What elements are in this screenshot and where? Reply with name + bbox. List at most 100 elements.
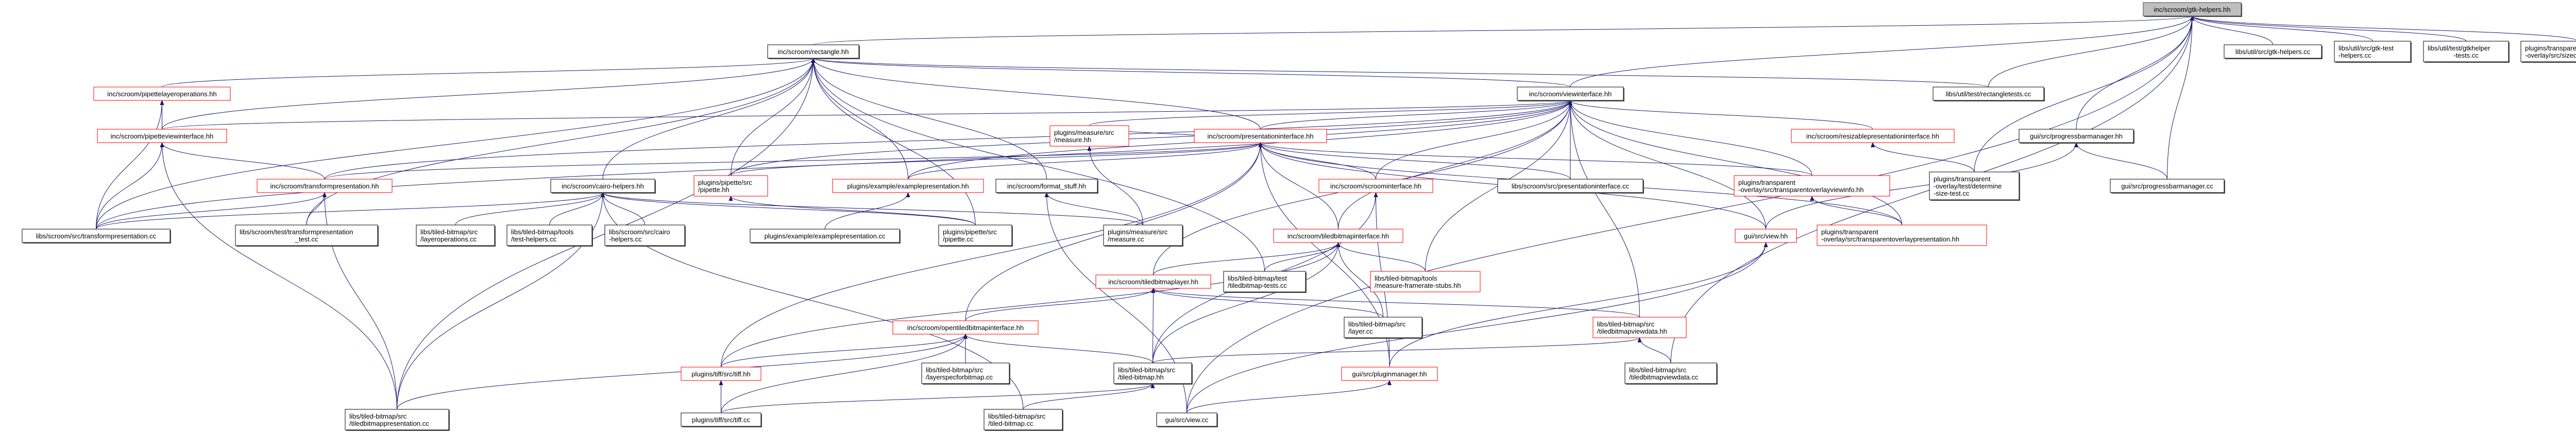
graph-node-tb-tests[interactable]: libs/tiled-bitmap/test/tiledbitmap-tests… bbox=[1223, 271, 1307, 293]
graph-node-transform-hh[interactable]: inc/scroom/transformpresentation.hh bbox=[257, 179, 393, 193]
node-label: libs/scroom/src/presentationinterface.cc bbox=[1512, 182, 1630, 190]
graph-node-tov-info[interactable]: plugins/transparent-overlay/src/transpar… bbox=[1734, 175, 1890, 197]
graph-node-tbvd-hh[interactable]: libs/tiled-bitmap/src/tiledbitmapviewdat… bbox=[1592, 317, 1687, 338]
include-edge-transform_cc-to-transform_hh bbox=[96, 192, 327, 230]
node-box bbox=[604, 224, 685, 246]
graph-node-tiff-hh[interactable]: plugins/tiff/src/tiff.hh bbox=[681, 367, 761, 381]
graph-node-format-hh[interactable]: inc/scroom/format_stuff.hh bbox=[995, 179, 1098, 194]
node-label: plugins/transparent bbox=[2525, 44, 2576, 52]
graph-node-mfs-hh[interactable]: libs/tiled-bitmap/tools/measure-framerat… bbox=[1370, 271, 1481, 292]
node-box bbox=[2110, 179, 2225, 193]
graph-node-measure-cc[interactable]: plugins/measure/src/measure.cc bbox=[1103, 224, 1183, 247]
include-edge-pres_if-to-view_if bbox=[1260, 100, 1572, 130]
include-edge-tb_if-to-view_if bbox=[1338, 100, 1572, 230]
graph-node-rect-tests[interactable]: libs/util/test/rectangletests.cc bbox=[1933, 86, 2045, 101]
graph-node-pres-if-cc[interactable]: libs/scroom/src/presentationinterface.cc bbox=[1497, 179, 1644, 194]
graph-node-view-if[interactable]: inc/scroom/viewinterface.hh bbox=[1517, 86, 1624, 101]
node-box bbox=[1223, 271, 1306, 292]
graph-node-tb-cc[interactable]: libs/tiled-bitmap/src/tiled-bitmap.cc bbox=[984, 409, 1063, 431]
graph-node-pbm-hh[interactable]: gui/src/progressbarmanager.hh bbox=[2019, 129, 2134, 144]
graph-node-pipe-view[interactable]: inc/scroom/pipetteviewinterface.hh bbox=[97, 129, 227, 143]
graph-node-det-size[interactable]: plugins/transparent-overlay/test/determi… bbox=[1929, 171, 2020, 201]
graph-node-pipette-cc[interactable]: plugins/pipette/src/pipette.cc bbox=[938, 224, 1013, 247]
graph-node-gtkhelper-tests[interactable]: libs/util/test/gtkhelper-tests.cc bbox=[2423, 41, 2510, 63]
graph-node-pbm-cc[interactable]: gui/src/progressbarmanager.cc bbox=[2110, 179, 2225, 194]
graph-node-test-helpers[interactable]: libs/tiled-bitmap/tools/test-helpers.cc bbox=[506, 224, 593, 247]
graph-node-gtk[interactable]: inc/scroom/gtk-helpers.hh bbox=[2143, 2, 2242, 17]
graph-node-example-hh[interactable]: plugins/example/examplepresentation.hh bbox=[832, 179, 984, 193]
node-box bbox=[984, 409, 1063, 430]
include-edge-tb_hh-to-tb_if bbox=[1153, 242, 1341, 363]
node-label: plugins/tiff/src/tiff.hh bbox=[691, 370, 750, 378]
graph-node-resizable[interactable]: inc/scroom/resizablepresentationinterfac… bbox=[1791, 129, 1955, 143]
graph-node-layer-cc[interactable]: libs/tiled-bitmap/src/layer.cc bbox=[1344, 317, 1423, 339]
include-edge-rect_tests-to-rect bbox=[811, 58, 1989, 88]
graph-node-tov-pres[interactable]: plugins/transparent-overlay/src/transpar… bbox=[1817, 224, 1987, 246]
include-edge-measure_cc-to-format_hh bbox=[1044, 192, 1143, 226]
node-label: plugins/example/examplepresentation.hh bbox=[847, 182, 969, 190]
include-edge-gtk_cc-to-gtk bbox=[2190, 15, 2273, 45]
include-edge-pbm_cc-to-gtk bbox=[2167, 15, 2194, 180]
graph-node-sizedet[interactable]: plugins/transparent-overlay/src/sizedete… bbox=[2520, 41, 2576, 63]
include-edge-pipe_view-to-view_if bbox=[162, 100, 1572, 130]
graph-node-gtk-cc[interactable]: libs/util/src/gtk-helpers.cc bbox=[2224, 44, 2323, 59]
include-edge-measure_hh-to-view_if bbox=[1089, 100, 1572, 126]
node-box bbox=[1735, 229, 1797, 243]
graph-node-tb-hh[interactable]: libs/tiled-bitmap/src/tiled-bitmap.hh bbox=[1113, 362, 1193, 385]
graph-node-scroom-if[interactable]: inc/scroom/scroominterface.hh bbox=[1318, 179, 1433, 193]
graph-node-transform-cc[interactable]: libs/scroom/src/transformpresentation.cc bbox=[22, 229, 171, 244]
graph-node-view-hh[interactable]: gui/src/view.hh bbox=[1735, 229, 1797, 243]
node-label: libs/tiled-bitmap/test bbox=[1228, 274, 1287, 282]
include-edge-pres_if-to-rect bbox=[811, 58, 1261, 130]
graph-node-tbvd-cc[interactable]: libs/tiled-bitmap/src/tiledbitmapviewdat… bbox=[1624, 362, 1718, 385]
node-box bbox=[1817, 224, 1987, 246]
node-label: plugins/tiff/src/tiff.cc bbox=[692, 416, 750, 424]
graph-node-layerspec[interactable]: libs/tiled-bitmap/src/layerspecforbitmap… bbox=[921, 362, 1010, 385]
nodes-layer: inc/scroom/gtk-helpers.hh inc/scroom/rect… bbox=[22, 2, 2576, 431]
include-edge-pipette_hh-to-view_if bbox=[731, 100, 1572, 176]
node-label: /layeroperations.cc bbox=[420, 235, 477, 243]
graph-node-tb-layer[interactable]: inc/scroom/tiledbitmaplayer.hh bbox=[1095, 274, 1211, 289]
include-edge-test_helpers-to-cairo_hh bbox=[549, 192, 605, 226]
node-label: plugins/example/examplepresentation.cc bbox=[765, 232, 886, 240]
node-box bbox=[1734, 175, 1890, 197]
include-edge-view_cc-to-gtk bbox=[1187, 15, 2194, 413]
graph-node-tbp-cc[interactable]: libs/tiled-bitmap/src/tiledbitmappresent… bbox=[345, 409, 450, 431]
node-label: libs/tiled-bitmap/src bbox=[1597, 320, 1655, 328]
graph-node-cairo-hh[interactable]: inc/scroom/cairo-helpers.hh bbox=[550, 179, 656, 194]
graph-node-tiff-cc[interactable]: plugins/tiff/src/tiff.cc bbox=[681, 412, 762, 427]
graph-node-pipe-layer[interactable]: inc/scroom/pipettelayeroperations.hh bbox=[93, 86, 231, 101]
include-edge-transform_test-to-transform_hh bbox=[306, 192, 327, 226]
node-label: libs/tiled-bitmap/src bbox=[1629, 366, 1687, 374]
node-label: /tiledbitmappresentation.cc bbox=[349, 420, 429, 427]
graph-node-gtk-test[interactable]: libs/util/src/gtk-test-helpers.cc bbox=[2334, 41, 2412, 63]
graph-node-transform-test[interactable]: libs/scroom/test/transformpresentation_t… bbox=[235, 224, 379, 247]
include-edge-transform_cc-to-pipe_view bbox=[96, 142, 164, 230]
graph-node-cairo-cc[interactable]: libs/scroom/src/cairo-helpers.cc bbox=[604, 224, 686, 247]
include-edge-tb_hh-to-tbvd_hh bbox=[1153, 337, 1642, 363]
graph-node-opentb-if[interactable]: inc/scroom/opentiledbitmapinterface.hh bbox=[892, 320, 1039, 335]
graph-node-rect[interactable]: inc/scroom/rectangle.hh bbox=[767, 44, 860, 59]
node-label: libs/tiled-bitmap/src bbox=[1118, 366, 1176, 374]
include-edge-pres_if_cc-to-pres_if bbox=[1258, 142, 1571, 180]
node-box bbox=[832, 179, 984, 193]
node-label: inc/scroom/cairo-helpers.hh bbox=[562, 182, 644, 190]
include-edge-transform_cc-to-view_if bbox=[96, 100, 1572, 230]
node-label: inc/scroom/pipetteviewinterface.hh bbox=[111, 132, 213, 140]
include-edge-tiff_hh-to-tb_if bbox=[721, 242, 1341, 368]
graph-node-example-cc[interactable]: plugins/example/examplepresentation.cc bbox=[750, 229, 901, 244]
graph-node-pipette-hh[interactable]: plugins/pipette/src/pipette.hh bbox=[693, 175, 768, 197]
graph-node-tb-if[interactable]: inc/scroom/tiledbitmapinterface.hh bbox=[1273, 229, 1403, 243]
graph-node-measure-hh[interactable]: plugins/measure/src/measure.hh bbox=[1049, 125, 1129, 147]
node-box bbox=[750, 229, 900, 243]
node-label: inc/scroom/pipettelayeroperations.hh bbox=[107, 90, 216, 98]
graph-node-pm-hh[interactable]: gui/src/pluginmanager.hh bbox=[1341, 367, 1438, 381]
include-edge-rect-to-gtk bbox=[813, 15, 2194, 45]
graph-node-view-cc[interactable]: gui/src/view.cc bbox=[1156, 412, 1218, 427]
node-label: inc/scroom/gtk-helpers.hh bbox=[2154, 6, 2231, 13]
include-edge-sizedet-to-gtk bbox=[2190, 15, 2576, 41]
graph-node-layerops-cc[interactable]: libs/tiled-bitmap/src/layeroperations.cc bbox=[416, 224, 496, 247]
graph-node-pres-if[interactable]: inc/scroom/presentationinterface.hh bbox=[1194, 129, 1327, 143]
node-box bbox=[345, 409, 449, 430]
